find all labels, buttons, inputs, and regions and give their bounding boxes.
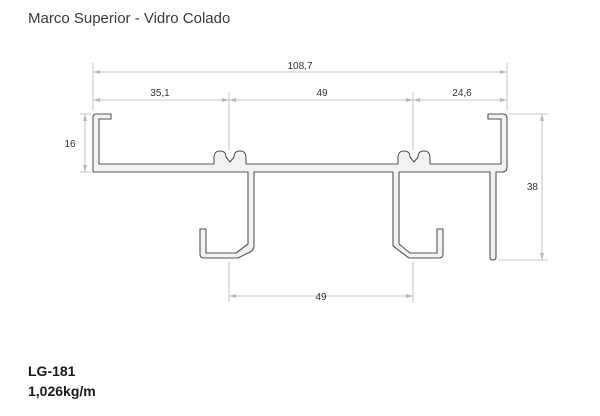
dim-label-overall: 108,7	[287, 61, 312, 72]
dim-right-height: 38	[498, 113, 548, 261]
dim-segments: 35,1 49 24,6	[93, 88, 507, 150]
profile-code: LG-181	[28, 363, 76, 379]
dim-overall-width: 108,7	[92, 61, 508, 111]
dim-bottom-span: 49	[228, 262, 414, 303]
dim-label-right-height: 38	[527, 182, 539, 193]
aluminum-profile	[92, 113, 508, 261]
drawing-title: Marco Superior - Vidro Colado	[28, 10, 231, 27]
dim-label-middle: 49	[316, 88, 328, 99]
dim-label-left-height: 16	[64, 139, 76, 150]
profile-main-body	[92, 113, 508, 261]
dim-label-bottom: 49	[315, 292, 327, 303]
dim-label-right: 24,6	[452, 88, 472, 99]
profile-weight: 1,026kg/m	[28, 383, 96, 399]
dim-label-left: 35,1	[150, 88, 170, 99]
dim-left-height: 16	[64, 113, 91, 173]
